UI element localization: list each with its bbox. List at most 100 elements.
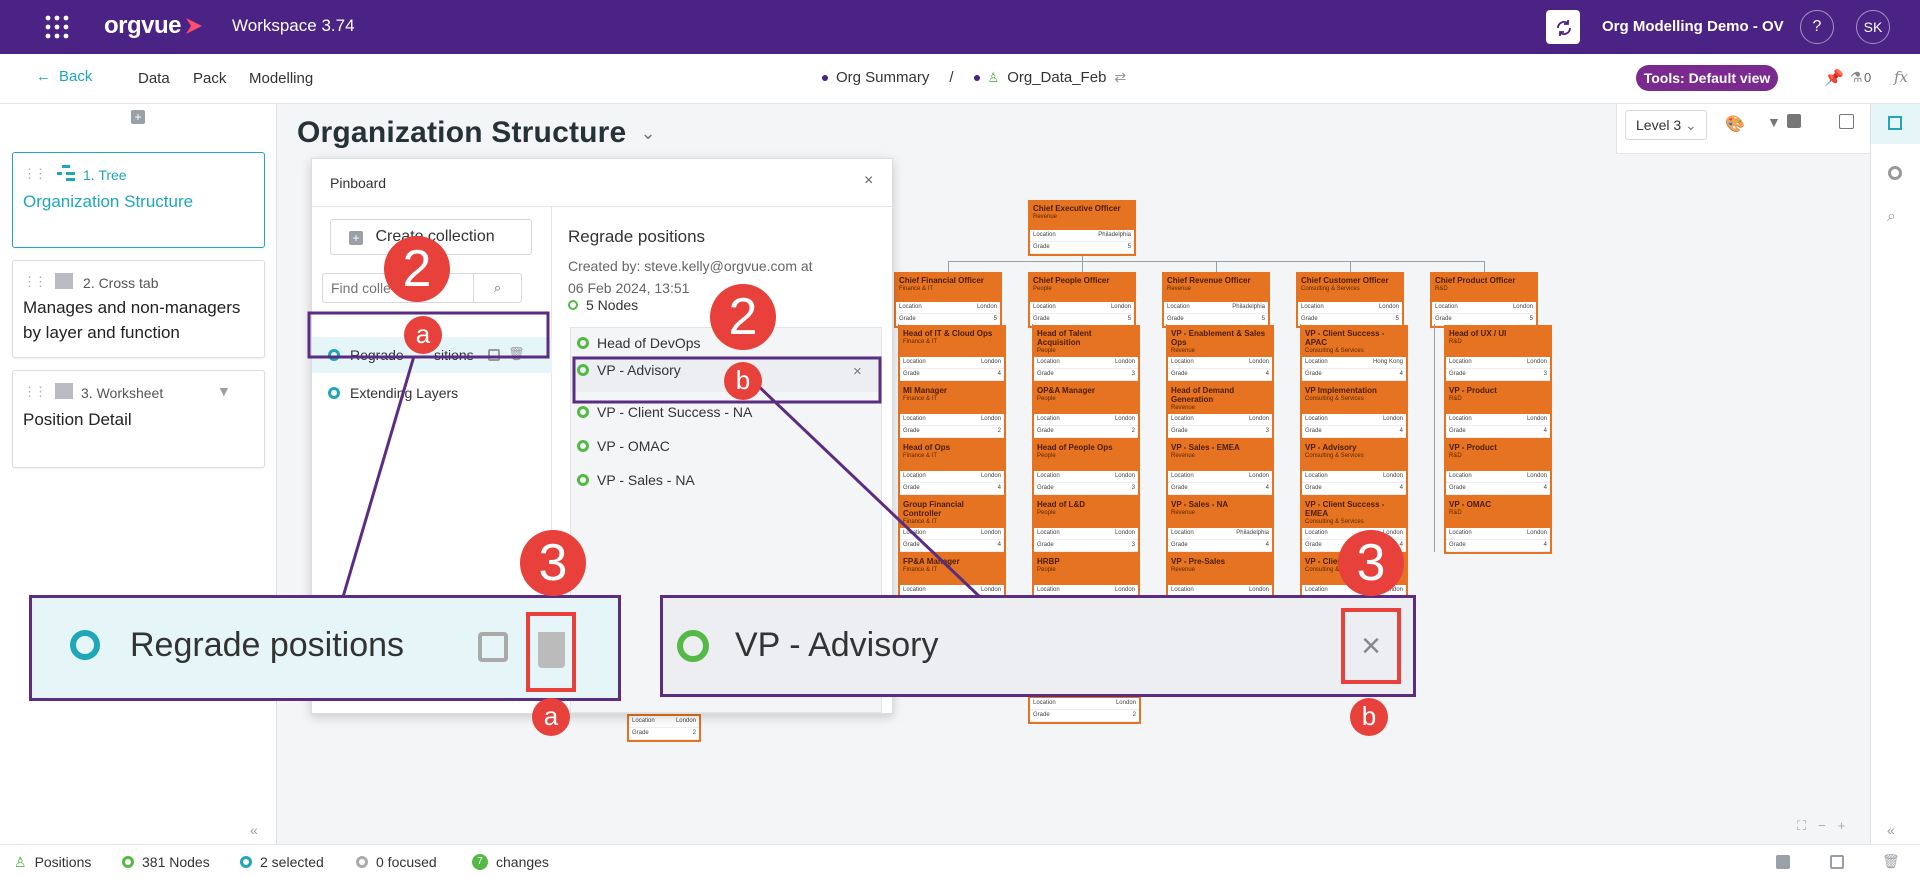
sync-icon[interactable]: ⇄ (1114, 69, 1127, 85)
drag-handle-icon[interactable]: ⋮⋮ (23, 384, 47, 399)
avatar[interactable]: SK (1856, 10, 1890, 44)
breadcrumb-org-summary[interactable]: Org Summary (836, 69, 930, 86)
org-demo-selector[interactable]: Org Modelling Demo - OV (1602, 18, 1784, 35)
fit-icon[interactable]: ⛶ (1797, 818, 1807, 833)
help-button[interactable]: ? (1800, 10, 1834, 44)
formula-icon[interactable]: fx (1894, 68, 1909, 86)
node-field-value: London (1114, 530, 1135, 536)
menu-pack[interactable]: Pack (193, 70, 227, 87)
apps-grid-icon[interactable] (44, 14, 70, 40)
node-function: Consulting & Services (1305, 567, 1364, 573)
add-page-button[interactable]: + (131, 110, 145, 124)
level-dropdown[interactable]: Level 3 ⌄ (1625, 110, 1707, 140)
palette-icon[interactable]: 🎨 (1725, 116, 1745, 133)
properties-button[interactable] (1871, 104, 1920, 144)
search-icon[interactable]: ⌕ (1887, 208, 1896, 225)
status-selected[interactable]: 2 selected (240, 845, 324, 878)
search-icon[interactable]: ⌕ (473, 274, 521, 302)
detail-created: Created by: steve.kelly@orgvue.com at 06… (568, 258, 813, 296)
node-field-value: London (980, 587, 1001, 593)
app-logo[interactable]: orgvue (104, 12, 203, 40)
node-field-value: London (980, 530, 1001, 536)
page-card-tree[interactable]: ⋮⋮ 1. Tree Organization Structure (12, 152, 265, 248)
menu-modelling[interactable]: Modelling (249, 70, 314, 87)
delete-icon[interactable]: 🗑 (1882, 853, 1900, 869)
status-nodes[interactable]: 381 Nodes (122, 845, 210, 878)
zoom-out-icon[interactable]: − (1818, 818, 1826, 833)
close-icon[interactable]: × (864, 172, 874, 189)
page-card-worksheet[interactable]: ⋮⋮ 3. Worksheet ▼ Position Detail (12, 370, 265, 468)
drag-handle-icon[interactable]: ⋮⋮ (23, 166, 47, 181)
workspace-title: Workspace 3.74 (232, 16, 355, 35)
layers-icon[interactable] (1787, 114, 1801, 128)
filter-icon[interactable]: ▼ (1767, 114, 1781, 130)
status-positions[interactable]: ♙Positions (14, 845, 91, 878)
node-list-item[interactable]: Head of DevOps (577, 335, 701, 351)
zoom-callout-left: Regrade positions (29, 595, 621, 701)
add-box-icon[interactable] (1776, 855, 1790, 869)
node-field-label: Location (1171, 587, 1194, 593)
node-title-text: VP - OMAC (1449, 500, 1492, 509)
duplicate-icon[interactable] (488, 349, 500, 361)
menu-data[interactable]: Data (138, 70, 170, 87)
back-button[interactable]: ←Back (36, 68, 92, 85)
node-list-item[interactable]: VP - Sales - NA (577, 472, 695, 488)
drag-handle-icon[interactable]: ⋮⋮ (23, 274, 47, 289)
duplicate-icon[interactable] (1830, 855, 1844, 869)
collapse-panel-icon[interactable]: « (250, 822, 258, 838)
node-ring-icon (677, 630, 709, 662)
remove-node-icon[interactable]: × (853, 363, 862, 380)
status-focused[interactable]: 0 focused (356, 845, 437, 878)
node-list-item[interactable]: VP - Client Success - NA (577, 404, 752, 420)
flask-icon[interactable]: ⚗ (1850, 69, 1863, 85)
nodes-count: 5 Nodes (568, 297, 638, 313)
filter-icon[interactable]: ▼ (217, 383, 231, 399)
page-heading[interactable]: Organization Structure ⌄ (297, 116, 656, 150)
step-badge-2: 2 (384, 236, 450, 302)
node-title-text: VP - Pre-Sales (1171, 557, 1226, 566)
node-list-item[interactable]: VP - OMAC (577, 438, 670, 454)
node-field-value: 3 (1131, 542, 1135, 548)
refresh-button[interactable] (1546, 10, 1580, 44)
page-card-cross-tab[interactable]: ⋮⋮ 2. Cross tab Manages and non-managers… (12, 260, 265, 358)
circle-icon[interactable] (1888, 166, 1902, 180)
top-bar: orgvue Workspace 3.74 Org Modelling Demo… (0, 0, 1920, 54)
export-icon[interactable] (1839, 114, 1854, 129)
zoom-in-icon[interactable]: + (1837, 818, 1846, 833)
pin-icon[interactable]: 📌 (1824, 70, 1844, 87)
selected-icon (240, 856, 252, 868)
collapse-rail-icon[interactable]: « (1887, 822, 1895, 838)
breadcrumb-dataset[interactable]: Org_Data_Feb (1007, 69, 1107, 86)
